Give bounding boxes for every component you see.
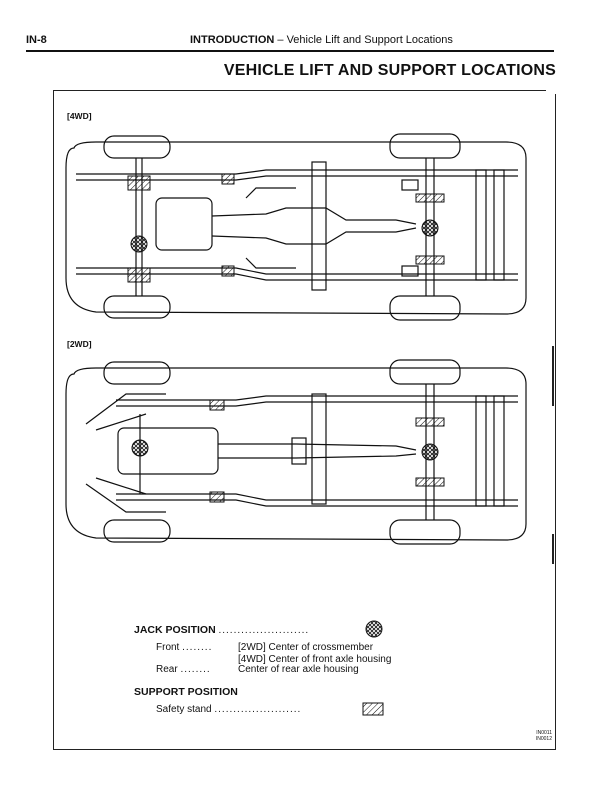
legend-front-label: Front: [156, 642, 180, 653]
section-heading: INTRODUCTION – Vehicle Lift and Support …: [190, 34, 453, 46]
legend-stand-row: Safety stand .......................: [156, 704, 301, 715]
support-point: [221, 265, 235, 277]
legend-support-title: SUPPORT POSITION: [134, 686, 238, 698]
frame-break: [546, 86, 558, 94]
legend-dots: ........................: [218, 625, 310, 636]
margin-mark: [552, 346, 554, 406]
legend-front-4wd: [4WD] Center of front axle housing: [238, 654, 392, 665]
legend-rear-label: Rear: [156, 664, 178, 675]
support-symbol-icon: [362, 702, 384, 716]
support-point: [221, 173, 235, 185]
support-point: [415, 193, 445, 203]
legend-rear-row: Rear ........: [156, 664, 211, 675]
support-point: [127, 175, 151, 191]
legend-jack-title: JACK POSITION: [134, 624, 216, 636]
chassis-diagram-2wd: [65, 359, 527, 545]
support-point: [415, 477, 445, 487]
figure-code: IN0012: [535, 736, 552, 742]
support-point: [127, 267, 151, 283]
jack-symbol-icon: [365, 620, 383, 638]
section-name: INTRODUCTION: [190, 34, 275, 46]
subsection-name: Vehicle Lift and Support Locations: [286, 34, 453, 46]
legend-dots: ........: [180, 664, 211, 675]
legend-dots: ........: [182, 642, 213, 653]
page-header: IN-8 INTRODUCTION – Vehicle Lift and Sup…: [26, 32, 554, 52]
support-point: [415, 417, 445, 427]
legend-jack-row: JACK POSITION ........................: [134, 624, 309, 636]
jack-point-rear: [421, 219, 439, 237]
support-point: [415, 255, 445, 265]
legend-rear-text: Center of rear axle housing: [238, 664, 359, 675]
figure-codes: IN0011 IN0012: [536, 730, 552, 742]
legend-dots: .......................: [214, 704, 302, 715]
legend-support-heading: SUPPORT POSITION: [134, 686, 238, 698]
diagram-frame: [53, 90, 556, 750]
diagram-label-4wd: [4WD]: [67, 111, 92, 121]
figure-code: IN0011: [536, 730, 552, 736]
page-title: VEHICLE LIFT AND SUPPORT LOCATIONS: [223, 62, 556, 79]
jack-point-rear: [421, 443, 439, 461]
jack-point-front: [130, 235, 148, 253]
margin-mark: [552, 534, 554, 564]
support-point: [209, 491, 225, 503]
jack-point-front: [131, 439, 149, 457]
support-point: [209, 399, 225, 411]
section-dash: –: [274, 34, 287, 46]
legend-front-row: Front ........: [156, 642, 212, 653]
legend-stand-label: Safety stand: [156, 704, 212, 715]
diagram-label-2wd: [2WD]: [67, 339, 92, 349]
page-number: IN-8: [26, 34, 47, 46]
legend-front-2wd: [2WD] Center of crossmember: [238, 642, 374, 653]
chassis-diagram-4wd: [65, 133, 527, 321]
